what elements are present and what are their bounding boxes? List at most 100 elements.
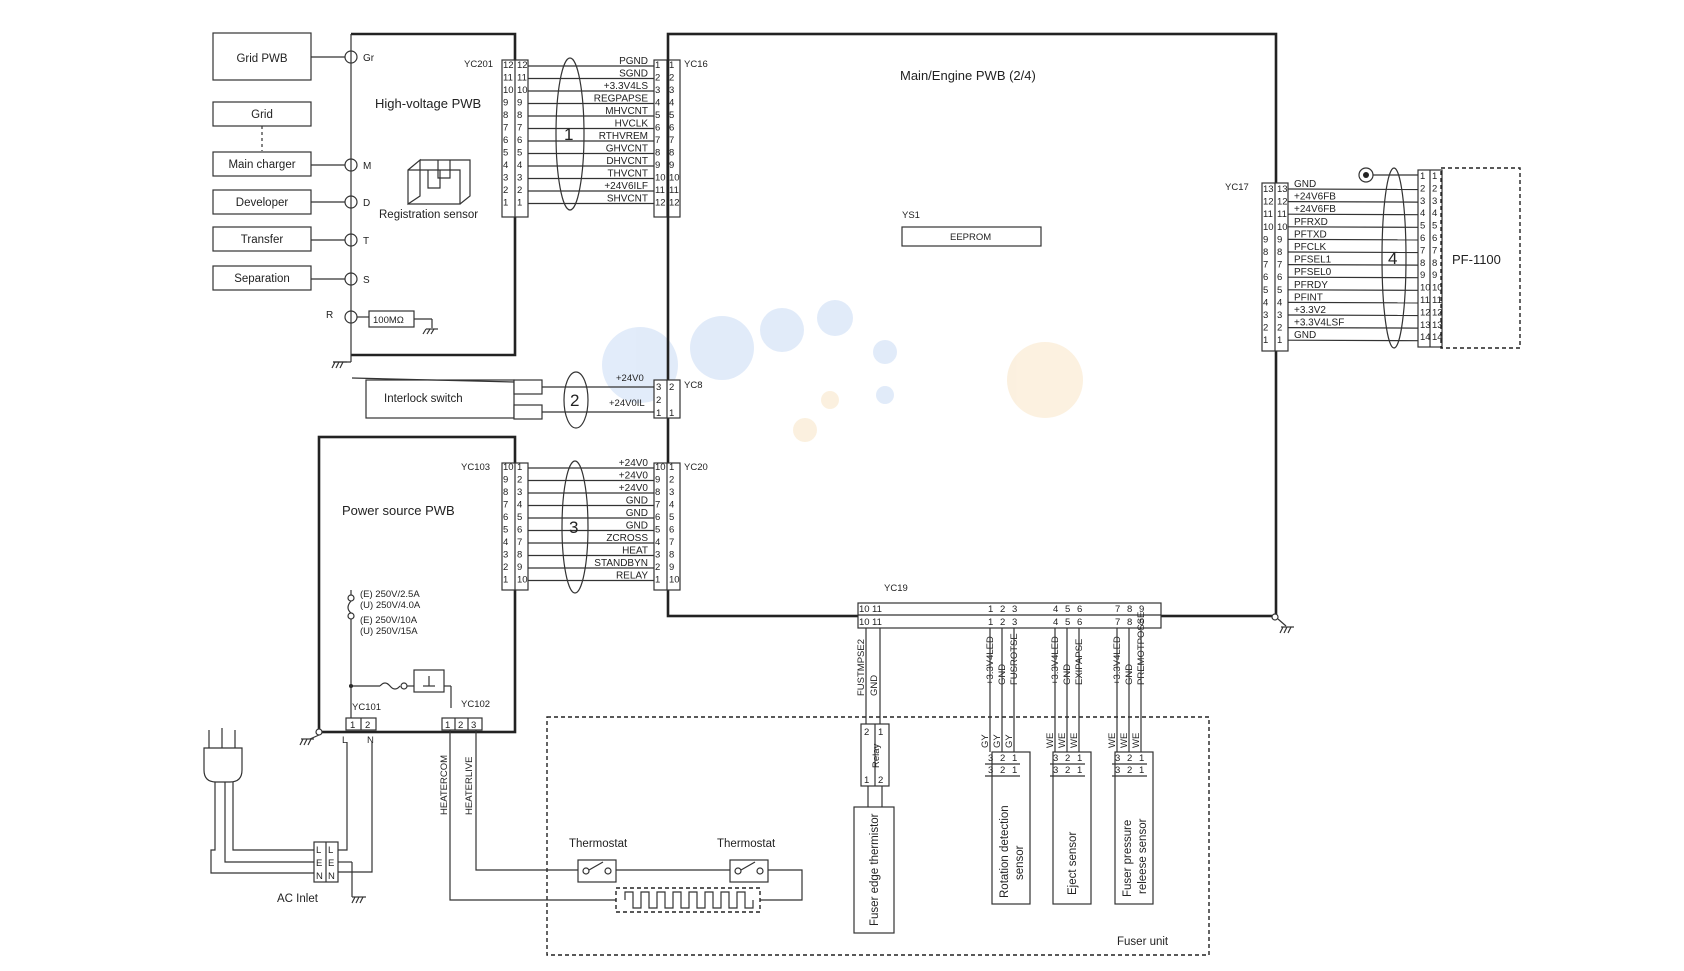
pf1100-right-pin-2: 2 <box>1432 183 1437 194</box>
sensor-wire-color: WE <box>1069 733 1080 748</box>
yc16-right-pin-6: 6 <box>669 123 674 134</box>
yc17-signal-2: +24V6FB <box>1294 192 1336 203</box>
yc17-right-pin-3: 11 <box>1277 209 1287 220</box>
terminal-label-d: D <box>363 198 370 209</box>
pf1100-right-pin-3: 3 <box>1432 196 1437 207</box>
interlock-label: Interlock switch <box>384 393 463 405</box>
yc16-right-pin-3: 3 <box>669 85 674 96</box>
main-engine-pwb <box>666 32 1278 618</box>
ac-inlet-pin-e1: E <box>316 858 322 869</box>
pf1100-right-pin-5: 5 <box>1432 221 1437 232</box>
yc16-signal-6: HVCLK <box>615 119 649 130</box>
yc17-signal-11: +3.3V2 <box>1294 305 1326 316</box>
yc201-left-pin-3: 10 <box>503 85 514 96</box>
pf1100-right-pin-1: 1 <box>1432 171 1437 182</box>
sensor-pin-b: 3 <box>988 765 993 776</box>
yc8-left-pin-2: 2 <box>656 395 661 406</box>
heaterlive-wire <box>475 730 578 871</box>
yc16-right-pin-11: 11 <box>669 185 679 196</box>
ac-plug-icon <box>203 728 243 783</box>
harness-2 <box>563 371 589 429</box>
sensor-wire-color: WE <box>1131 733 1142 748</box>
yc101-wire-l: L <box>342 735 347 746</box>
yc201-right-pin-8: 5 <box>517 148 522 159</box>
separation-label: Separation <box>234 273 290 285</box>
yc17-signal-12: +3.3V4LSF <box>1294 318 1344 329</box>
sensor-pin-b: 3 <box>1053 765 1058 776</box>
hv-terminals: Gr M D T S R <box>311 50 375 324</box>
yc19-top-pin: 7 <box>1115 604 1120 615</box>
pf1100-right-pin-6: 6 <box>1432 233 1437 244</box>
yc19-top-pin: 5 <box>1065 604 1070 615</box>
yc20-signal-9: STANDBYN <box>594 558 648 569</box>
yc17-wire <box>1287 264 1419 266</box>
yc103-left-pin-4: 7 <box>503 500 508 511</box>
developer-box <box>212 189 312 215</box>
yc103-left-pin-2: 9 <box>503 475 508 486</box>
thermostat-1 <box>577 859 617 883</box>
yc16-right-pin-8: 8 <box>669 148 674 159</box>
yc17-right-pin-1: 13 <box>1277 184 1288 195</box>
yc20-label: YC20 <box>684 462 708 473</box>
yc17-signal-10: PFINT <box>1294 292 1323 303</box>
developer-label: Developer <box>236 197 289 209</box>
yc201-left-pin-9: 4 <box>503 160 508 171</box>
yc102-wire-heatercom: HEATERCOM <box>439 755 450 815</box>
sensor-pin-b: 1 <box>1077 765 1082 776</box>
yc19-top-pin: 8 <box>1127 604 1132 615</box>
harness-label-1: 1 <box>564 125 573 144</box>
yc17-left-pin-11: 3 <box>1263 310 1268 321</box>
yc17-left-pin-9: 5 <box>1263 285 1268 296</box>
ac-inlet-pin-l1: L <box>316 845 321 856</box>
yc17-left-pin-5: 9 <box>1263 234 1268 245</box>
yc16-left-pin-5: 5 <box>655 110 660 121</box>
ground-icon <box>331 361 347 369</box>
yc16-right-pin-2: 2 <box>669 73 674 84</box>
ground-icon <box>351 896 366 904</box>
eject-sensor-label: Eject sensor <box>1067 832 1079 895</box>
yc20-left-pin-4: 7 <box>655 500 660 511</box>
yc19-bottom-pin: 7 <box>1115 617 1120 628</box>
interlock-switch <box>365 379 515 419</box>
yc103-right-pin-7: 7 <box>517 537 522 548</box>
yc19-bottom-pin: 8 <box>1127 617 1132 628</box>
yc103-left-pin-5: 6 <box>503 512 508 523</box>
yc17-signal-4: PFRXD <box>1294 217 1328 228</box>
yc102-connector <box>441 717 483 731</box>
pf1100-unit <box>1440 167 1521 349</box>
relay-pin-top-2: 1 <box>878 727 883 738</box>
yc19-bottom-pin: 9 <box>1139 617 1144 628</box>
yc17-signal-8: PFSEL0 <box>1294 267 1332 278</box>
yc8-signal-1: +24V0 <box>616 373 644 384</box>
registration-sensor-icon <box>407 158 471 206</box>
yc8-left-pin-3: 1 <box>656 408 661 419</box>
yc16-right-pin-7: 7 <box>669 135 674 146</box>
yc103-right-pin-2: 2 <box>517 475 522 486</box>
yc8-right-pin-1: 2 <box>669 382 674 393</box>
yc103-right-pin-8: 8 <box>517 550 522 561</box>
yc201-left-pin-8: 5 <box>503 148 508 159</box>
yc102-label: YC102 <box>461 699 490 710</box>
ground-icon <box>299 738 314 746</box>
pf1100-right-pin-10: 10 <box>1432 283 1443 294</box>
power-pwb-label: Power source PWB <box>342 503 455 518</box>
yc103-right-pin-9: 9 <box>517 562 522 573</box>
harness-label-2: 2 <box>570 391 579 410</box>
yc17-right-pin-8: 6 <box>1277 272 1282 283</box>
pf1100-left-pin-4: 4 <box>1420 208 1425 219</box>
yc20-left-pin-8: 3 <box>655 550 660 561</box>
terminal-label-m: M <box>363 161 371 172</box>
sensor-pin-b: 1 <box>1012 765 1017 776</box>
yc16-signal-4: REGPAPSE <box>594 94 649 105</box>
yc103-left-pin-8: 3 <box>503 550 508 561</box>
yc16-left-pin-9: 9 <box>655 160 660 171</box>
pf1100-right-pin-13: 13 <box>1432 320 1443 331</box>
pf1100-left-pin-2: 2 <box>1420 183 1425 194</box>
hv-pwb-outline <box>351 32 517 357</box>
yc201-left-pin-7: 6 <box>503 135 508 146</box>
pf1100-label: PF-1100 <box>1452 252 1501 267</box>
relay-pin-bottom-2: 2 <box>878 775 883 786</box>
fuse-rating-3: (E) 250V/10A <box>360 615 418 626</box>
yc201-right-pin-9: 4 <box>517 160 522 171</box>
pf1100-left-pin-8: 8 <box>1420 258 1425 269</box>
